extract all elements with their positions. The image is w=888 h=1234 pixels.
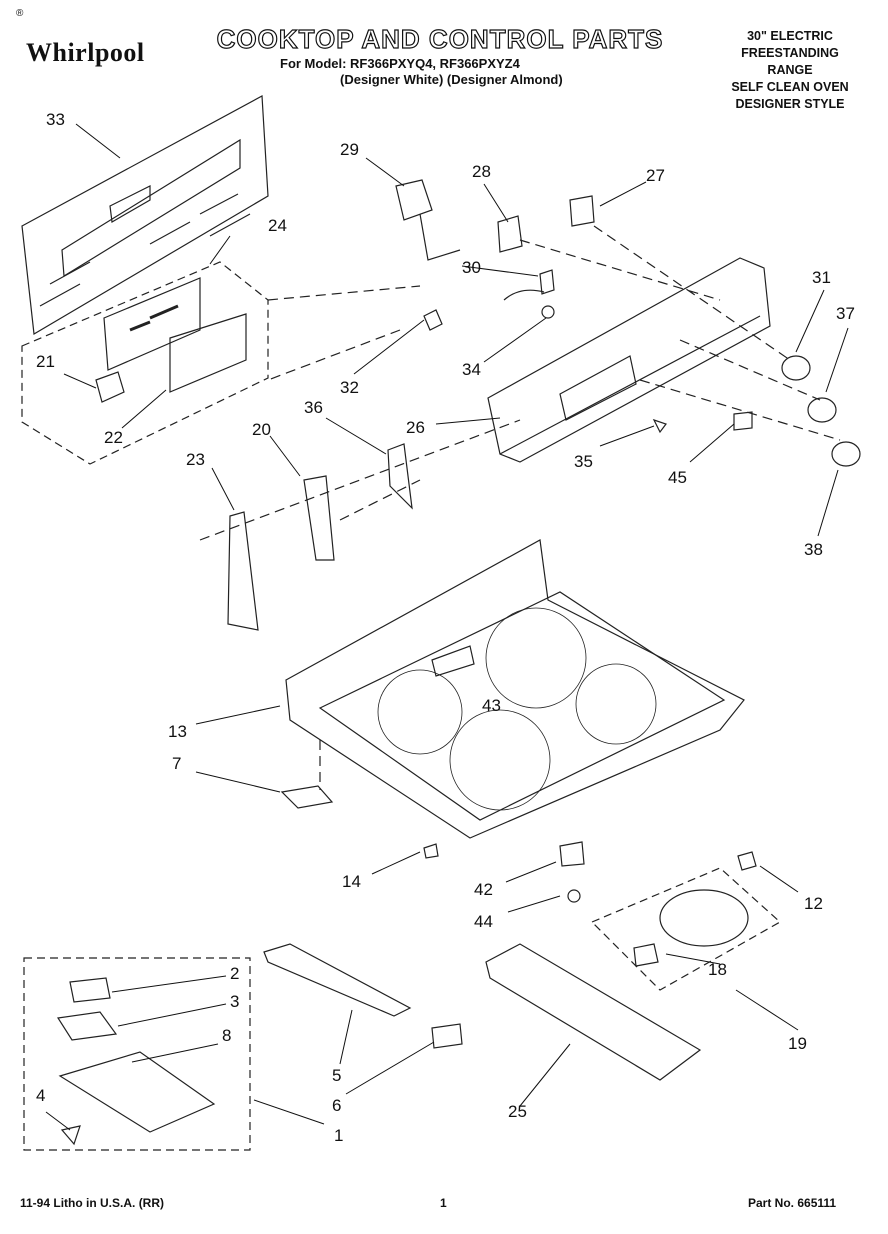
callout-13: 13 xyxy=(168,722,187,741)
bracket-36 xyxy=(387,443,413,510)
callout-43: 43 xyxy=(482,696,501,715)
callout-33: 33 xyxy=(46,110,65,129)
callout-2: 2 xyxy=(230,964,240,983)
block-45 xyxy=(733,411,753,431)
clip-21 xyxy=(95,371,125,403)
dashed-box-1 xyxy=(23,957,251,1151)
bracket-5 xyxy=(263,943,412,1017)
callout-34: 34 xyxy=(462,360,481,379)
callout-23: 23 xyxy=(186,450,205,469)
back-panel-33 xyxy=(21,95,269,335)
callout-30: 30 xyxy=(462,258,481,277)
callout-7: 7 xyxy=(172,754,182,773)
callout-45: 45 xyxy=(668,468,687,487)
footer-litho: 11-94 Litho in U.S.A. (RR) xyxy=(20,1196,165,1210)
plate-8 xyxy=(58,1051,216,1133)
callout-22: 22 xyxy=(104,428,123,447)
footer-part-number: Part No. 665111 xyxy=(748,1196,837,1210)
clip-12 xyxy=(737,851,757,871)
callout-14: 14 xyxy=(342,872,361,891)
callout-38: 38 xyxy=(804,540,823,559)
clip-35 xyxy=(652,418,667,434)
callout-8: 8 xyxy=(222,1026,232,1045)
harness-29 xyxy=(395,179,433,221)
callout-19: 19 xyxy=(788,1034,807,1053)
callout-12: 12 xyxy=(804,894,823,913)
burners xyxy=(377,607,657,811)
callout-18: 18 xyxy=(708,960,727,979)
lamp-30 xyxy=(503,269,555,301)
callout-35: 35 xyxy=(574,452,593,471)
cooktop-13 xyxy=(285,539,745,839)
end-cap-23 xyxy=(227,511,259,631)
callout-42: 42 xyxy=(474,880,493,899)
callout-4: 4 xyxy=(36,1086,46,1105)
element-18 xyxy=(659,889,749,947)
shield-4 xyxy=(60,1125,81,1146)
trim-43 xyxy=(431,645,475,677)
switch-2 xyxy=(69,977,111,1003)
callout-27: 27 xyxy=(646,166,665,185)
callout-44: 44 xyxy=(474,912,493,931)
callout-26: 26 xyxy=(406,418,425,437)
callout-5: 5 xyxy=(332,1066,342,1085)
spec-line: FREESTANDING xyxy=(741,46,839,60)
clip-32 xyxy=(423,309,443,331)
clip-14 xyxy=(423,843,439,859)
callout-3: 3 xyxy=(230,992,240,1011)
callout-20: 20 xyxy=(252,420,271,439)
brand-registered-mark: ® xyxy=(16,8,24,19)
nut-44 xyxy=(567,889,581,903)
rail-25 xyxy=(485,943,702,1081)
knob-31 xyxy=(781,355,811,381)
insulator-3 xyxy=(56,1011,118,1041)
brand-logo: Whirlpool xyxy=(26,38,145,67)
callout-6: 6 xyxy=(332,1096,342,1115)
wire-7 xyxy=(280,785,334,809)
callout-31: 31 xyxy=(812,268,831,287)
callout-25: 25 xyxy=(508,1102,527,1121)
dashed-box-19 xyxy=(590,867,782,991)
model-line: For Model: RF366PXYQ4, RF366PXYZ4 xyxy=(280,56,520,71)
spec-line: DESIGNER STYLE xyxy=(735,97,845,111)
switch-28 xyxy=(497,215,523,253)
dashed-box-24 xyxy=(21,261,269,465)
callout-37: 37 xyxy=(836,304,855,323)
variant-line: (Designer White) (Designer Almond) xyxy=(340,72,563,87)
callout-32: 32 xyxy=(340,378,359,397)
end-cap-20 xyxy=(303,475,335,561)
spec-line: RANGE xyxy=(767,63,813,77)
callout-1: 1 xyxy=(334,1126,344,1145)
callout-29: 29 xyxy=(340,140,359,159)
block-6 xyxy=(431,1023,463,1049)
footer-page-number: 1 xyxy=(440,1196,447,1210)
bracket-42 xyxy=(559,841,585,867)
callout-21: 21 xyxy=(36,352,55,371)
callout-28: 28 xyxy=(472,162,491,181)
knob-38 xyxy=(831,441,861,467)
callout-24: 24 xyxy=(268,216,287,235)
socket-34 xyxy=(541,305,555,319)
knob-37 xyxy=(807,397,837,423)
callout-36: 36 xyxy=(304,398,323,417)
page-title: COOKTOP AND CONTROL PARTS xyxy=(216,23,664,54)
switch-27 xyxy=(569,195,595,227)
bracket-22 xyxy=(103,277,201,371)
spec-line: 30" ELECTRIC xyxy=(747,29,833,43)
spec-line: SELF CLEAN OVEN xyxy=(731,80,849,94)
